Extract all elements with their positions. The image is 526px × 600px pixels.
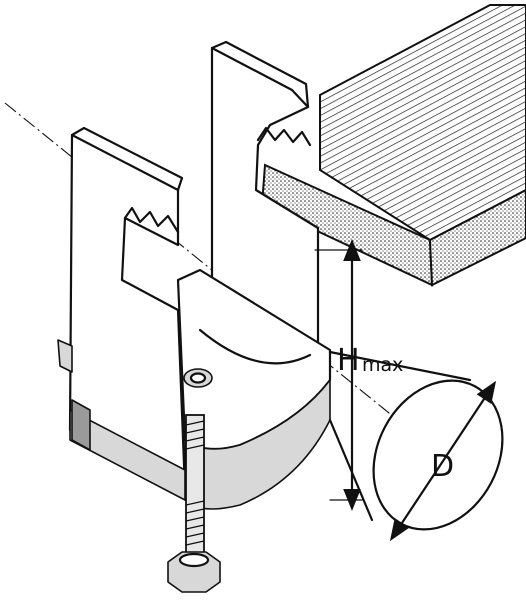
d-dimension [389, 380, 497, 542]
front-clamp-plate [57, 126, 187, 492]
rear-clamp-plate [210, 40, 320, 362]
hmax-label: H [337, 343, 360, 378]
diameter-label: D [431, 449, 454, 484]
hmax-label-main: H [337, 343, 360, 378]
mounting-beam [260, 4, 526, 287]
clamp-base [69, 399, 186, 501]
hmax-dimension [314, 239, 363, 511]
hmax-label-subscript: max [362, 354, 403, 376]
cable-cylinder [328, 350, 504, 531]
threaded-bolt [167, 414, 221, 593]
